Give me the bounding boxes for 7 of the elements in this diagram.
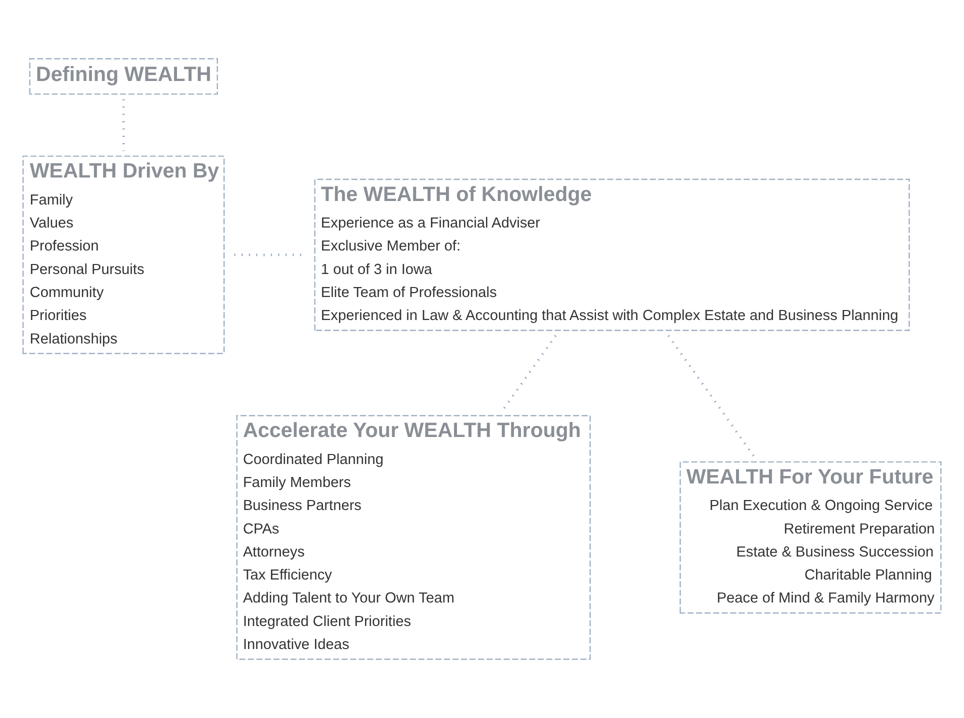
node-box: WEALTH For Your Future Plan Execution & Ongoing Service Retirement Preparation Estate & Business Succession Charitable Planning Peace of Mind & Family Harmony <box>680 461 942 614</box>
node-box: Accelerate Your WEALTH Through Coordinated Planning Family Members Business Partners CPAs Attorneys Tax Efficiency Adding Talent to Your Own Team Integrated Client Priorities Innovative Ideas <box>236 415 591 660</box>
node-box: The WEALTH of Knowledge Experience as a Financial Adviser Exclusive Member of: 1 out of 3 in Iowa Elite Team of Professionals Experienced in Law & Accounting that Assist with Complex Estate and Business Planning <box>314 178 910 331</box>
node-box: WEALTH Driven By Family Values Profession Personal Pursuits Community Priorities Relationships <box>22 156 225 354</box>
node-box: Defining WEALTH <box>29 58 218 95</box>
connector <box>502 334 557 412</box>
connector <box>667 334 756 458</box>
